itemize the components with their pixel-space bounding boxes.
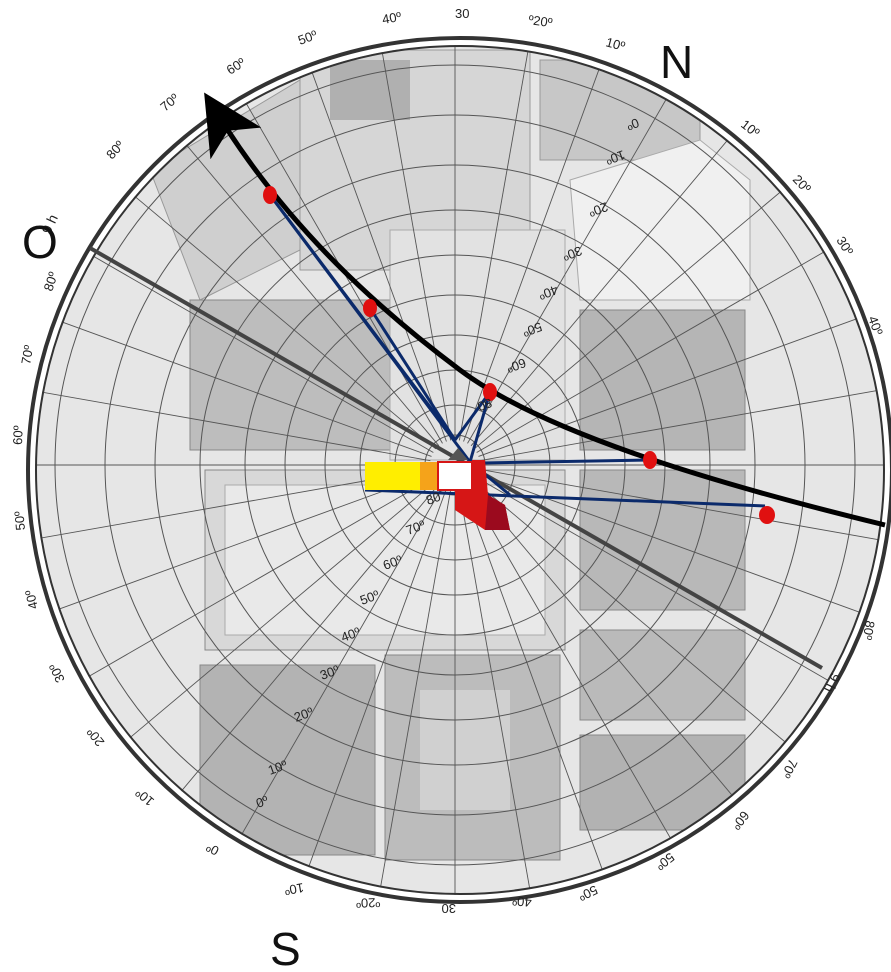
- north-label: N: [660, 36, 693, 88]
- rim-label: 50º: [296, 27, 319, 48]
- rim-label: 40º: [865, 314, 886, 337]
- azimuth-line: [178, 483, 440, 795]
- azimuth-line: [463, 60, 603, 442]
- inner-label: 20º: [587, 199, 610, 220]
- azimuth-line: [470, 483, 732, 795]
- azimuth-line: [473, 188, 785, 450]
- west-label: O: [22, 216, 58, 268]
- sun-path-arc: [204, 92, 886, 528]
- azimuth-line: [479, 468, 879, 541]
- inner-label: 10º: [604, 147, 627, 168]
- sun-dot: [363, 299, 377, 317]
- sun-dot: [263, 186, 277, 204]
- azimuth-line: [479, 389, 879, 462]
- rim-label: 10º: [132, 785, 157, 809]
- rim-label: 10º: [604, 34, 627, 54]
- azimuth-line: [379, 45, 452, 441]
- rim-label: 20º: [84, 725, 108, 750]
- azimuth-line: [125, 480, 437, 742]
- azimuth-lines: [35, 45, 885, 895]
- inner-label: 50º: [358, 587, 381, 608]
- azimuth-line: [473, 480, 785, 742]
- rim-label: 40º: [512, 893, 533, 910]
- rim-label: 80º: [41, 270, 61, 293]
- rim-label: 50º: [576, 882, 600, 904]
- inner-label: 80: [475, 395, 494, 414]
- azimuth-line: [82, 249, 434, 453]
- rim-label: 60º: [224, 55, 248, 78]
- azimuth-line: [307, 60, 447, 442]
- azimuth-line: [476, 249, 828, 453]
- azimuth-line: [35, 468, 431, 541]
- inner-label: 30º: [318, 662, 341, 683]
- sight-lines: [268, 194, 766, 508]
- azimuth-line: [307, 488, 447, 870]
- city-map-underlay: [35, 45, 885, 895]
- inner-label: 50º: [521, 319, 544, 340]
- sun-dot: [759, 506, 775, 524]
- hour-label: 9 h: [821, 671, 844, 695]
- inner-label: 30º: [561, 243, 584, 264]
- rim-labels: 50º 40º 30 º20º 10º 60º 70º 80º 10º 20º …: [10, 6, 886, 916]
- rim-label: 70º: [18, 344, 36, 366]
- azimuth-line: [178, 135, 440, 447]
- inner-label: 60º: [505, 355, 528, 376]
- sun-dot: [643, 451, 657, 469]
- inner-label: 60º: [381, 552, 404, 573]
- rim-label: 30º: [46, 661, 68, 685]
- rim-label: 0º: [204, 840, 222, 859]
- azimuth-line: [239, 486, 443, 838]
- rim-label: 80º: [860, 619, 878, 641]
- inner-ring: [35, 45, 885, 895]
- rim-label: 30: [455, 6, 469, 21]
- azimuth-line: [478, 317, 860, 457]
- azimuth-line: [50, 473, 432, 613]
- azimuth-line: [476, 477, 828, 681]
- azimuth-line: [125, 188, 437, 450]
- azimuth-line: [467, 486, 671, 838]
- building-marker: [365, 448, 510, 530]
- azimuth-line: [35, 389, 431, 462]
- azimuth-line: [50, 317, 432, 457]
- inner-label: 40º: [537, 282, 560, 303]
- sun-position-dots: [263, 186, 775, 524]
- inner-label: 10º: [266, 757, 289, 778]
- inner-label: 20º: [292, 704, 315, 725]
- inner-label: 80: [424, 489, 443, 508]
- rim-label: 10º: [283, 880, 305, 898]
- sun-dot: [483, 383, 497, 401]
- rim-label: 30: [442, 901, 456, 916]
- rim-label: 80º: [103, 138, 127, 162]
- outer-ring: [26, 36, 891, 904]
- rim-label: º20º: [356, 895, 381, 911]
- rim-label: 60º: [729, 808, 753, 833]
- rim-label: 10º: [738, 117, 763, 141]
- rim-label: º20º: [528, 12, 554, 30]
- azimuth-line: [379, 489, 452, 889]
- rim-label: 70º: [157, 90, 182, 114]
- azimuth-line: [458, 45, 531, 441]
- rim-label: 40º: [22, 588, 41, 610]
- inner-label: 0º: [254, 793, 271, 811]
- azimuth-line: [470, 135, 732, 447]
- hour-label: 9 h: [38, 212, 61, 236]
- azimuth-line: [463, 488, 603, 870]
- rim-label: 50º: [11, 510, 28, 531]
- south-label: S: [270, 923, 301, 972]
- inner-label: 70º: [404, 517, 427, 538]
- inner-labels: 0º 10º 20º 30º 40º 50º 60º 80 80 70º 60º…: [254, 115, 641, 811]
- azimuth-line: [82, 477, 434, 681]
- inner-label: 40º: [339, 624, 362, 645]
- rim-label: 40º: [381, 9, 403, 27]
- azimuth-line: [467, 92, 671, 444]
- azimuth-line: [458, 489, 531, 889]
- inner-label: 0º: [624, 115, 641, 133]
- rim-label: 60º: [10, 425, 26, 445]
- rim-label: 30º: [833, 234, 856, 258]
